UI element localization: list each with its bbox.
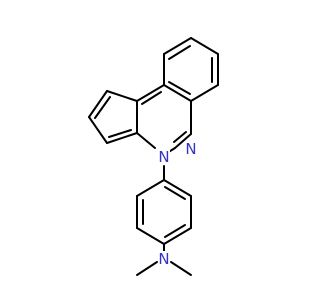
bond (163, 84, 192, 102)
bond (190, 37, 219, 55)
bond (136, 261, 158, 276)
bond (170, 261, 192, 276)
bond (106, 90, 138, 102)
double-bond-inner (173, 131, 187, 143)
double-bond-inner (141, 91, 162, 105)
atom-background (158, 149, 170, 165)
benzo-ring (163, 37, 219, 102)
double-bond-inner (108, 129, 132, 138)
double-bond-inner (168, 45, 191, 60)
atom-n2-group: N (158, 148, 170, 166)
atom-background (158, 251, 170, 267)
double-bond-inner (168, 81, 191, 95)
bond (136, 179, 165, 197)
bond (136, 84, 165, 102)
atom-n2: N (158, 148, 169, 166)
molecule-diagram: N N N (88, 37, 219, 276)
bond (136, 227, 165, 245)
bond (106, 132, 138, 144)
bond (136, 132, 156, 149)
atom-n-amine: N (158, 250, 169, 268)
pyridazine-ring (136, 84, 192, 154)
atom-amine-group: N (158, 250, 170, 268)
bond (88, 90, 108, 118)
bond (88, 116, 108, 144)
double-bond-inner (164, 186, 186, 200)
bond (163, 37, 192, 55)
phenyl-ring (136, 179, 192, 245)
bond (163, 179, 192, 197)
atom-n1: N (185, 140, 196, 158)
bond (190, 84, 219, 102)
atom-background (185, 141, 197, 157)
bond (163, 227, 192, 245)
double-bond-inner (164, 224, 186, 238)
double-bond-inner (94, 96, 111, 119)
cyclopentadiene-ring (88, 90, 138, 144)
bond (174, 133, 192, 149)
atom-n1-group: N (185, 140, 197, 158)
